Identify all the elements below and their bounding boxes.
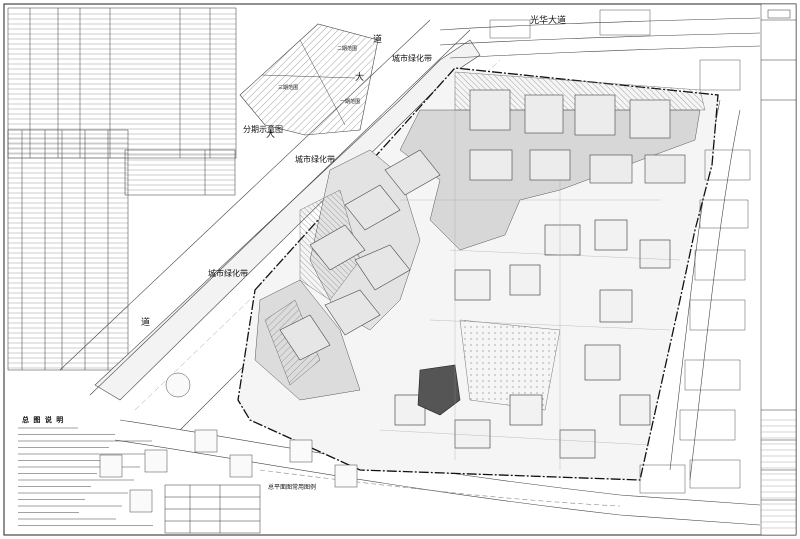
adjacent-buildings: [489, 9, 751, 494]
technical-index-table: [7, 7, 237, 159]
label-phase-1: 一期范围: [340, 99, 361, 105]
notes-title: 总 图 说 明: [22, 416, 65, 424]
label-phase-diagram: 分期示意图: [243, 125, 283, 134]
legend-table: [164, 484, 261, 534]
dark-building: [417, 364, 461, 416]
label-city-green-left: 城市绿化带: [208, 269, 248, 278]
title-block-logo: [767, 9, 791, 19]
southeast-buildings: [394, 219, 671, 459]
road-char-3: 大: [266, 130, 276, 140]
label-city-green-mid: 城市绿化带: [295, 155, 335, 164]
general-notes-block: [7, 407, 159, 534]
road-char-4: 道: [141, 318, 151, 328]
label-city-green-top: 城市绿化带: [392, 54, 432, 63]
north-buildings: [469, 89, 686, 184]
road-char-2: 道: [373, 35, 383, 45]
parking-table: [124, 149, 236, 196]
label-phase-2: 二期范围: [337, 46, 358, 52]
guanghua-avenue-road: [439, 17, 761, 59]
building-area-table: [7, 129, 129, 371]
label-guanghua-avenue: 光华大道: [530, 16, 567, 26]
label-phase-3: 三期范围: [278, 85, 299, 91]
dimension-lines: [379, 90, 681, 470]
villa-cluster: [99, 372, 358, 513]
title-block: [760, 3, 797, 536]
phase-diagram: [239, 23, 379, 136]
road-char-1: 大: [355, 73, 365, 83]
label-legend-title: 总平面图常用图例: [268, 484, 317, 491]
west-buildings: [279, 149, 441, 361]
